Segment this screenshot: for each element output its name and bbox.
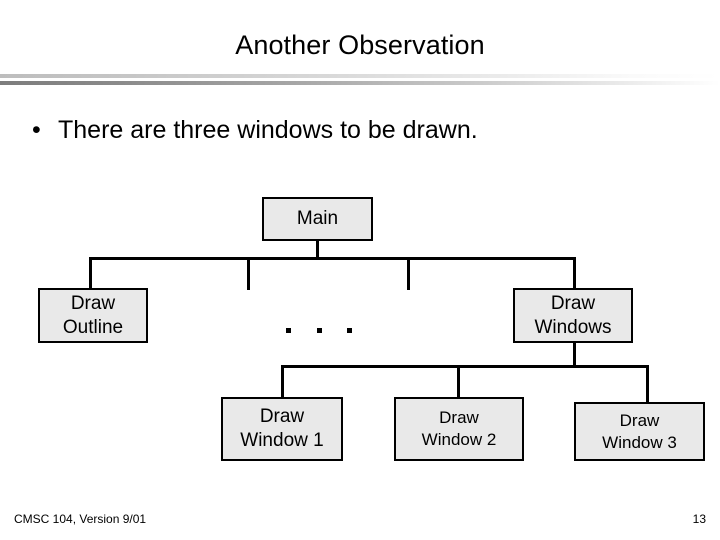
tree-node-draw-outline-line1: Draw [70,292,116,314]
bullet-text: There are three windows to be drawn. [58,116,478,144]
tree-node-main-label: Main [296,208,339,229]
tree-node-draw-window-2-line1: Draw [439,408,479,427]
connector-to-draw-outline [89,257,92,290]
tree-node-draw-window-1-line1: Draw [259,406,305,427]
title-divider-gap [0,78,720,81]
footer-page-number: 13 [692,512,706,526]
tree-node-draw-window-1-line2: Window 1 [240,430,324,451]
tree-node-draw-windows-line1: Draw [550,292,596,314]
tree-node-draw-outline: Draw Outline [38,288,148,343]
title-divider-bottom [0,81,720,85]
connector-to-draw-window-2 [457,365,460,399]
connector-to-draw-window-1 [281,365,284,399]
connector-to-ellipsis-left [247,257,250,290]
page-title: Another Observation [235,30,485,60]
tree-node-draw-window-3: Draw Window 3 [574,402,705,461]
ellipsis-dot-1 [286,327,291,333]
footer-course-label: CMSC 104, Version 9/01 [14,512,147,526]
connector-to-ellipsis-right [407,257,410,290]
bullet-marker-icon: • [32,116,41,144]
tree-node-draw-outline-line2: Outline [62,316,124,338]
tree-node-draw-window-3-line1: Draw [619,410,660,430]
tree-node-draw-window-2-line2: Window 2 [421,430,497,449]
bullet-item: • There are three windows to be drawn. [32,114,692,146]
connector-to-draw-windows [573,257,576,290]
connector-level1-bar [89,257,576,260]
connector-draw-windows-stem [573,343,576,367]
connector-to-draw-window-3 [646,365,649,403]
tree-node-draw-window-3-line2: Window 3 [602,432,677,452]
tree-node-draw-windows-line2: Windows [534,316,612,338]
tree-node-draw-window-2: Draw Window 2 [394,397,524,461]
ellipsis-dot-3 [347,327,352,333]
ellipsis-dot-2 [316,327,322,333]
connector-main-stem [316,241,319,260]
title-divider-top [0,74,720,78]
tree-node-main: Main [262,197,373,241]
tree-node-draw-windows: Draw Windows [513,288,633,343]
connector-level2-bar [281,365,649,368]
tree-node-draw-window-1: Draw Window 1 [221,397,343,461]
tree-node-ellipsis [286,322,352,338]
